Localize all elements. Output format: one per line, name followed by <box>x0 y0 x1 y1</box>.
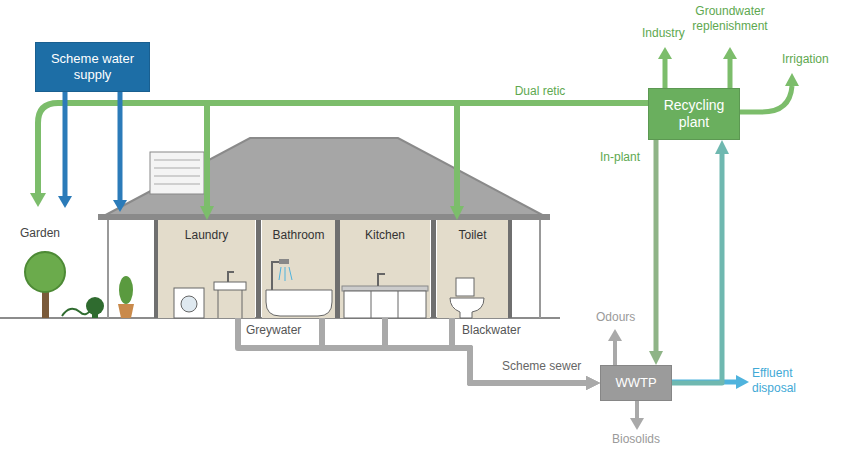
plant-pot <box>118 304 134 318</box>
room: Laundry <box>158 220 255 318</box>
box-label: Recycling plant <box>655 97 733 131</box>
flow-label: Irrigation <box>782 52 829 67</box>
hose-reel-stand <box>92 312 98 318</box>
arrowhead <box>736 375 749 389</box>
water-drop <box>279 267 281 280</box>
roof <box>98 138 550 220</box>
veranda-post <box>539 220 541 318</box>
arrowhead <box>58 196 72 208</box>
pot-plant <box>119 276 133 304</box>
wwtp-outputs <box>608 329 749 430</box>
vent-line <box>154 184 200 185</box>
eave <box>98 214 550 220</box>
wall <box>431 220 436 318</box>
box-label: Scheme water supply <box>42 51 143 83</box>
flow-label: Biosolids <box>612 432 660 447</box>
room-name: Toilet <box>439 228 506 243</box>
flow-label: Garden <box>20 226 60 241</box>
tree-canopy <box>25 252 65 292</box>
water-drop <box>285 267 286 281</box>
room-panel <box>158 220 255 318</box>
flow-label: Effluent disposal <box>752 366 832 396</box>
arrowhead <box>630 418 644 430</box>
room: Bathroom <box>262 220 335 318</box>
vent-line <box>154 168 200 169</box>
flow-label: Odours <box>596 310 635 325</box>
wall <box>335 220 340 318</box>
supply-pipes <box>30 80 210 212</box>
flow-label: Greywater <box>246 323 301 338</box>
pipe-connector <box>385 318 586 383</box>
flow-label: Blackwater <box>462 323 521 338</box>
arrowhead <box>608 329 622 341</box>
room: Toilet <box>437 220 508 318</box>
roof-shape <box>100 138 548 218</box>
arrowhead <box>723 47 737 59</box>
pipe-connector <box>457 103 648 206</box>
appliances <box>174 259 484 318</box>
pipe-label: Dual retic <box>513 84 568 99</box>
tub-leg <box>242 290 243 318</box>
box-label: WWTP <box>607 375 665 391</box>
washing-machine <box>174 288 204 318</box>
pipe-connector <box>322 318 586 383</box>
garden-illustration <box>25 252 134 318</box>
arrowhead <box>113 200 127 212</box>
scheme-water-pipe <box>63 80 68 197</box>
toilet-cistern <box>456 278 474 296</box>
kitchen-cabinet <box>344 291 426 318</box>
room-name: Laundry <box>160 228 253 243</box>
laundry-tub <box>214 282 246 290</box>
air-conditioner <box>150 152 204 194</box>
tap <box>228 272 234 282</box>
pipe-connector <box>452 318 586 383</box>
shower-head <box>279 259 289 264</box>
pipe-connector <box>672 154 722 383</box>
flow-label: Groundwater replenishment <box>680 4 780 34</box>
room-panel <box>437 220 508 318</box>
wall <box>256 220 261 318</box>
pipe-connector <box>654 140 659 351</box>
benchtop <box>342 286 428 291</box>
pipe-label: In-plant <box>598 150 642 165</box>
house-walls <box>108 220 540 318</box>
water-drop <box>289 267 292 280</box>
room-panel <box>262 220 335 318</box>
room-panel <box>340 220 430 318</box>
cabinet-door <box>398 291 399 318</box>
treatment-box: WWTP <box>600 365 672 401</box>
arrowhead <box>30 193 46 207</box>
bathtub <box>266 290 332 316</box>
pipe-connector <box>238 318 586 383</box>
tap <box>378 274 385 286</box>
room: Kitchen <box>340 220 430 318</box>
plant-box: Recycling plant <box>648 88 740 140</box>
washing-machine-door <box>181 296 197 312</box>
room-name: Kitchen <box>342 228 428 243</box>
pipe-label: Scheme sewer <box>500 359 583 374</box>
toilet-bowl <box>450 298 484 318</box>
arrowhead <box>785 73 799 86</box>
shower-pipe <box>272 262 282 290</box>
wall <box>154 220 158 318</box>
vent-line <box>154 160 200 161</box>
vent-line <box>154 176 200 177</box>
pipe-connector <box>207 103 648 206</box>
arrowhead <box>658 47 672 59</box>
tub-leg <box>218 290 219 318</box>
room-name: Bathroom <box>264 228 333 243</box>
veranda-post <box>107 220 109 318</box>
cabinet-door <box>371 291 372 318</box>
supply-box: Scheme water supply <box>35 42 150 92</box>
scheme-water-pipe <box>118 80 123 201</box>
flow-label: Industry <box>642 26 685 41</box>
wall <box>508 220 512 318</box>
